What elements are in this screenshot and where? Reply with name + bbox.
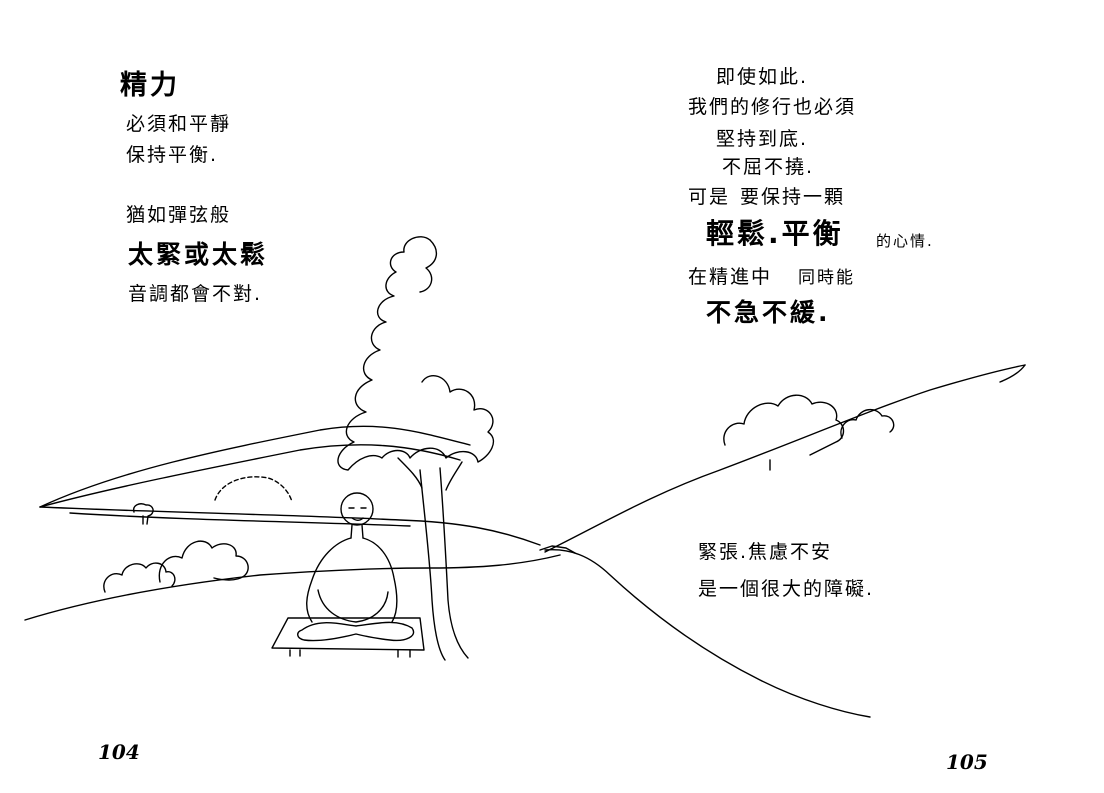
river-line-1 xyxy=(39,506,541,546)
monk-mouth xyxy=(351,517,364,521)
tree-branch-2 xyxy=(445,461,463,491)
distant-hill-lower xyxy=(39,444,461,508)
tree-canopy-upper xyxy=(419,239,437,293)
monk-head xyxy=(340,492,374,526)
left-line-3: 猶如彈弦般 xyxy=(126,204,232,226)
tree-canopy xyxy=(337,236,494,471)
left-ground xyxy=(24,554,561,621)
bush-left xyxy=(103,562,176,593)
right-line-7b: 同時能 xyxy=(798,268,855,288)
meditation-mat xyxy=(271,617,425,651)
left-line-1: 必須和平靜 xyxy=(126,113,232,135)
bush-left-2 xyxy=(158,540,249,583)
right-mountain-ridge xyxy=(544,364,1026,553)
right-line-1: 即使如此. xyxy=(716,66,809,88)
right-line-5a: 可是 xyxy=(688,186,731,208)
left-heading: 精力 xyxy=(120,70,180,101)
monk-neck xyxy=(350,524,364,539)
right-line-6-big: 輕鬆.平衡 xyxy=(706,217,844,250)
tree-trunk-right xyxy=(439,467,469,659)
page-number-right: 105 xyxy=(946,750,988,774)
right-line-4: 不屈不撓. xyxy=(722,156,815,178)
small-tree xyxy=(133,503,154,525)
right-line-3: 堅持到底. xyxy=(716,128,809,150)
right-mountain-ridge-2 xyxy=(999,364,1026,383)
left-line-5: 音調都會不對. xyxy=(128,283,263,305)
left-line-4: 太緊或太鬆 xyxy=(128,240,269,269)
right-line-2: 我們的修行也必須 xyxy=(688,96,857,118)
right-hill-tree-2 xyxy=(840,409,895,439)
right-line-8: 不急不緩. xyxy=(706,298,831,327)
setting-sun xyxy=(214,476,293,503)
right-line-5b: 要保持一顆 xyxy=(740,186,846,208)
mat-legs xyxy=(289,649,411,658)
left-line-2: 保持平衡. xyxy=(126,144,219,166)
monk-body xyxy=(306,537,398,623)
monk-arms xyxy=(317,589,389,623)
right-line-10: 是一個很大的障礙. xyxy=(698,578,875,600)
monk-legs xyxy=(297,621,415,642)
mountain-notch xyxy=(539,545,576,554)
right-mountain-slope xyxy=(544,549,871,718)
tree-trunk-left xyxy=(419,469,446,661)
right-line-9: 緊張.焦慮不安 xyxy=(698,541,833,563)
right-line-7a: 在精進中 xyxy=(688,266,773,288)
page-number-left: 104 xyxy=(98,740,140,764)
right-hill-tree-1 xyxy=(723,394,845,471)
right-line-6-small: 的心情. xyxy=(876,232,934,250)
river-line-2 xyxy=(69,512,411,527)
tree-branch xyxy=(397,457,423,489)
distant-hill-top xyxy=(39,425,471,508)
